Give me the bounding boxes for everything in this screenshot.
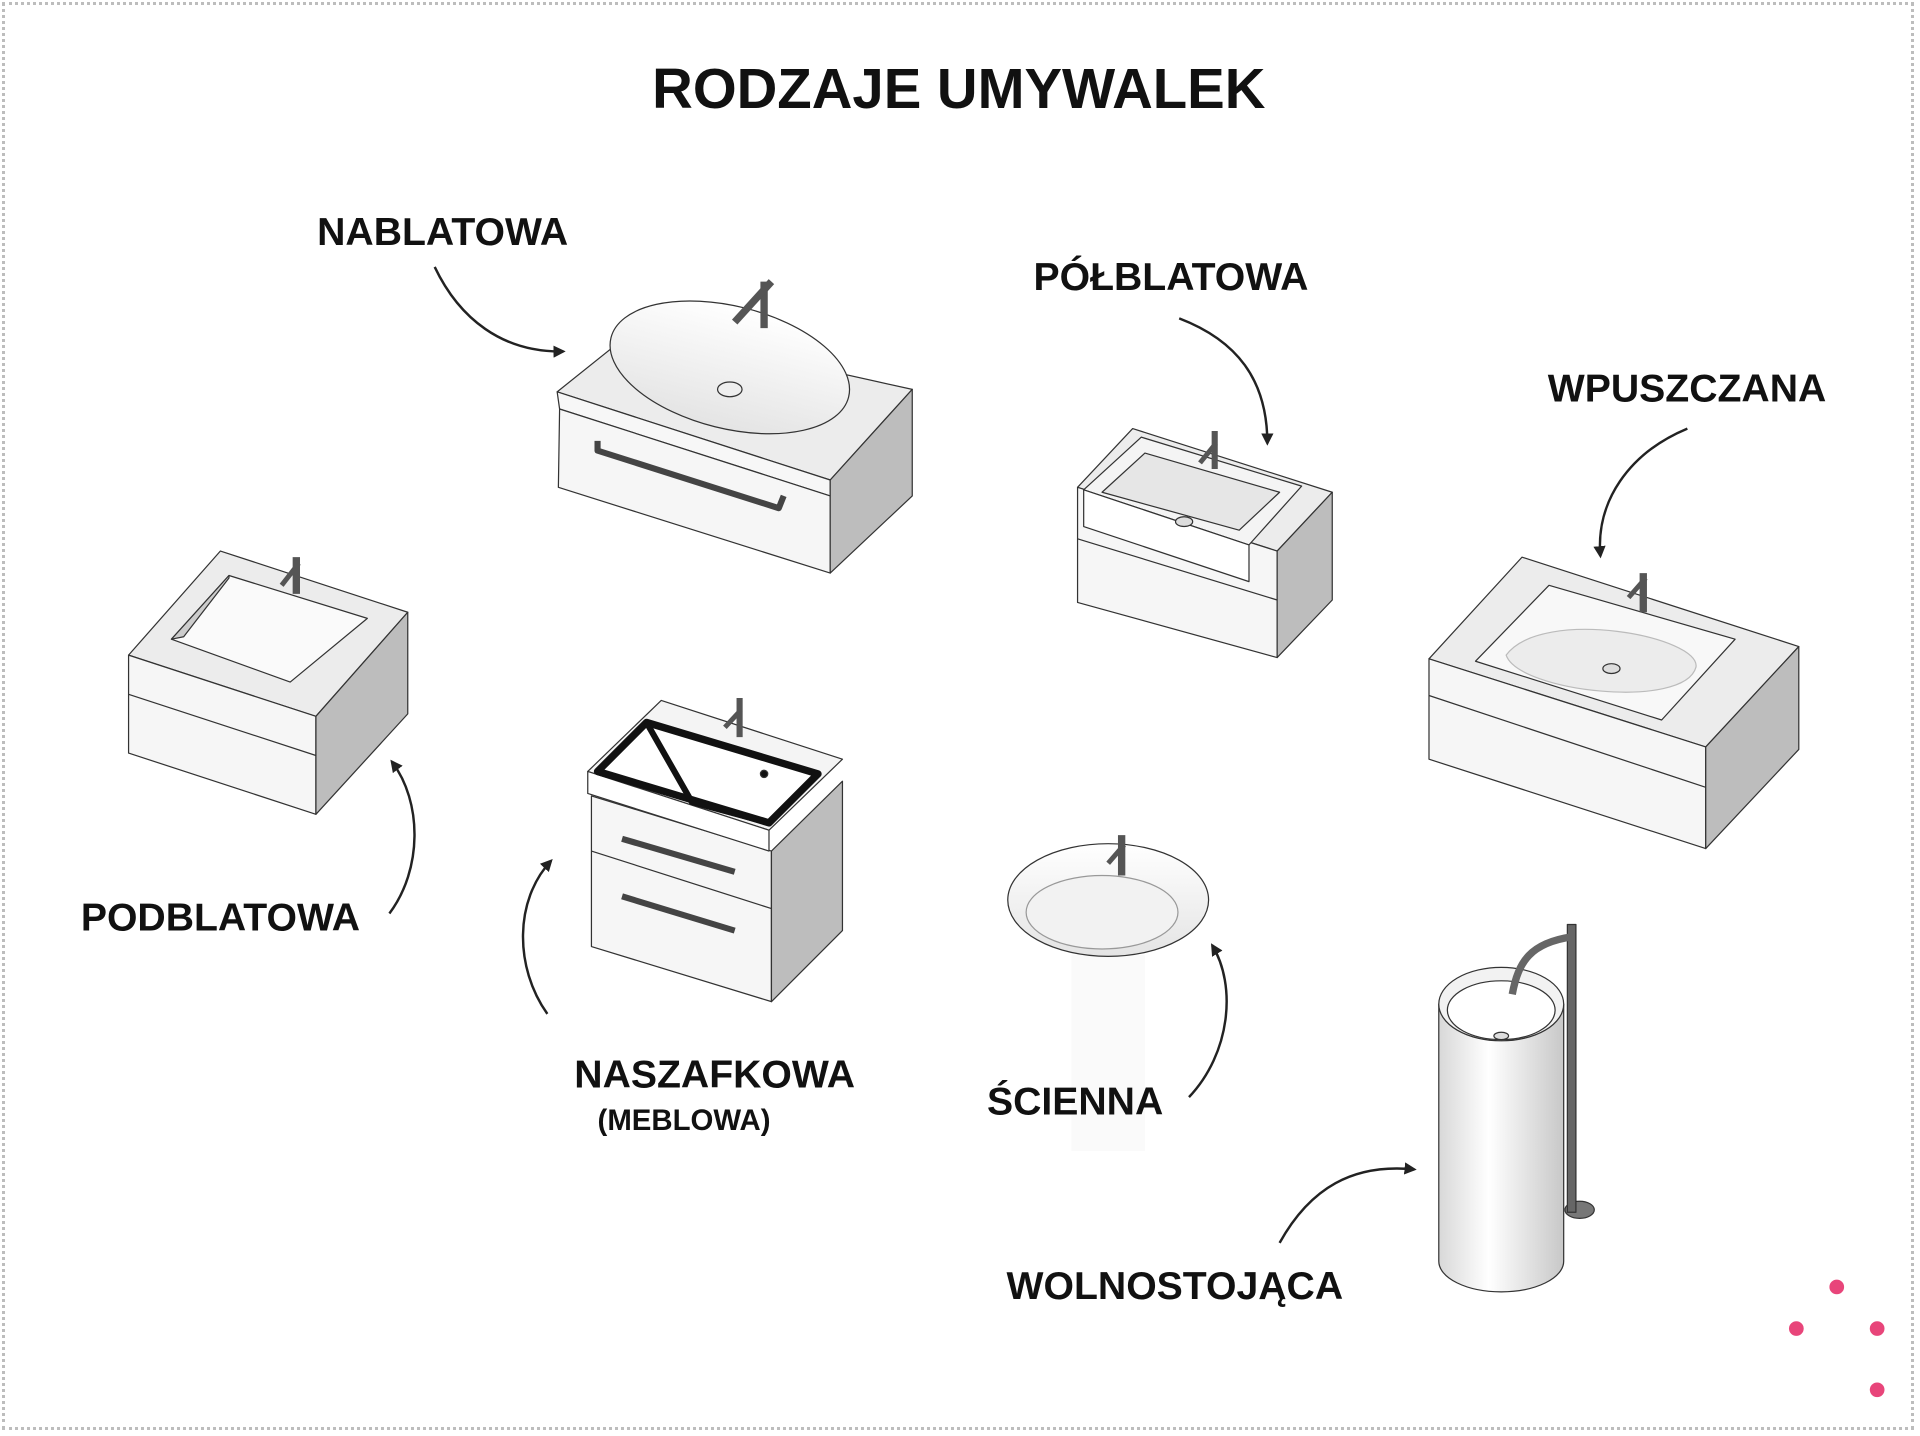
label-nablatowa: NABLATOWA <box>317 211 568 254</box>
label-wpuszczana: WPUSZCZANA <box>1548 368 1827 411</box>
page-title: RODZAJE UMYWALEK <box>652 57 1266 120</box>
label-podblatowa: PODBLATOWA <box>81 897 360 940</box>
label-polblatowa: PÓŁBLATOWA <box>1033 255 1308 299</box>
wpuszczana-illustration <box>1428 556 1800 850</box>
nablatowa-illustration <box>556 279 913 574</box>
label-scienna: ŚCIENNA <box>987 1079 1163 1123</box>
arrow-polblatowa <box>1178 317 1274 446</box>
arrow-podblatowa <box>388 759 416 915</box>
label-naszafkowa-sub: (MEBLOWA) <box>598 1104 771 1137</box>
arrow-nablatowa <box>433 266 566 358</box>
scienna-illustration <box>1007 835 1210 1152</box>
arrow-naszafkowa <box>521 859 553 1015</box>
label-wolnostojaca: WOLNOSTOJĄCA <box>1007 1265 1344 1308</box>
wolnostojaca-illustration <box>1438 923 1595 1293</box>
arrow-wpuszczana <box>1593 427 1688 559</box>
arrow-scienna <box>1188 943 1228 1098</box>
decorative-dots <box>1788 1279 1885 1398</box>
label-naszafkowa: NASZAFKOWA <box>574 1053 855 1096</box>
podblatowa-illustration <box>127 550 409 815</box>
naszafkowa-illustration <box>587 697 844 1003</box>
polblatowa-illustration <box>1076 427 1333 659</box>
arrow-wolnostojaca <box>1278 1162 1417 1244</box>
